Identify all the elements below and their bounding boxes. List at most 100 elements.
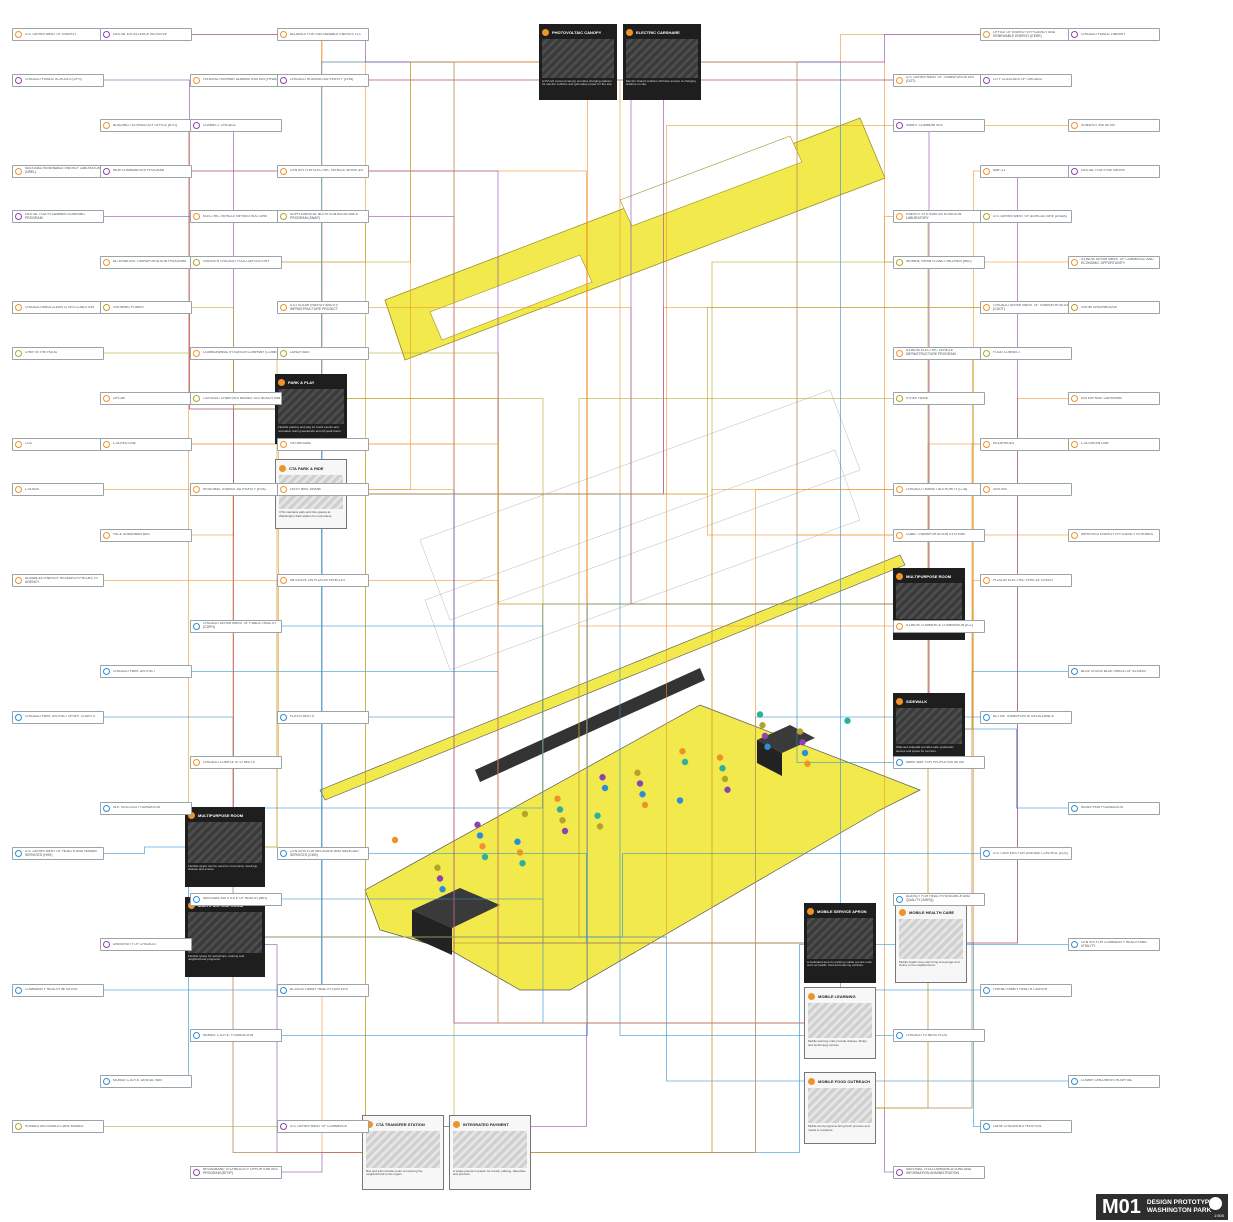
program-marker-icon [599, 774, 605, 780]
card-description: A dedicated area for parking mobile serv… [807, 961, 873, 968]
card-photo [808, 1003, 872, 1038]
card-title: PARK & PLAY [288, 380, 314, 385]
program-marker-icon [477, 832, 483, 838]
org-icon [15, 168, 22, 175]
node-label: CHICAGO COMPLETE STREETS [203, 761, 255, 765]
node-item: ALLIANCE FOR SUSTAINABLE ENERGY, LLC [277, 28, 369, 41]
program-marker-icon [434, 865, 440, 871]
connector-line [876, 217, 893, 1109]
card-title: CTA TRANSFER STATION [376, 1122, 425, 1127]
node-item: I-GO [12, 438, 104, 451]
org-icon [15, 441, 22, 448]
node-label: PLUG-IN ELECTRIC VEHICLE CREDIT [993, 579, 1053, 583]
org-icon [280, 577, 287, 584]
org-icon [280, 714, 287, 721]
org-icon [896, 759, 903, 766]
node-item: CHICAGO FITNESS PLUS [893, 1029, 985, 1042]
node-label: CENTER FOR COMMUNITY HEALTH AND VITALITY [1081, 941, 1159, 949]
org-icon [896, 896, 903, 903]
card-photo [807, 918, 873, 959]
org-icon [103, 805, 110, 812]
node-label: CTA RED LINE [113, 442, 136, 446]
node-item: ILLINOIS ELECTRIC VEHICLE INFRASTRUCTURE… [893, 347, 985, 360]
node-item: SMART COMMUNITIES [893, 119, 985, 132]
node-item: CHICAGO TRANSIT AUTHORITY (CTA) [893, 483, 985, 496]
node-item: CUBIC TRANSPORTATION SYSTEMS [893, 529, 985, 542]
node-label: IMPROVED ENERGY EFFICIENCY IN HOMES [1081, 533, 1153, 537]
org-icon [15, 1123, 22, 1130]
card-title: INTEGRATED PAYMENT [463, 1122, 509, 1127]
card-photo [896, 583, 962, 619]
connector-line [701, 62, 893, 535]
node-label: GETAROUND [290, 442, 311, 446]
connector-line [192, 604, 893, 808]
node-item: GROWING POWER [100, 301, 192, 314]
program-marker-icon [437, 875, 443, 881]
node-label: SMART COMMUNITIES [906, 124, 943, 128]
org-icon [896, 486, 903, 493]
node-label: RONALD MCDONALD CARE MOBILE [25, 1125, 84, 1129]
program-marker-icon [677, 797, 683, 803]
card-title: MULTIPURPOSE ROOM [906, 574, 951, 579]
org-icon [983, 31, 990, 38]
node-item: OFFICE OF ENERGY EFFICIENCY AND RENEWABL… [980, 28, 1072, 41]
program-marker-icon [799, 739, 805, 745]
connector-line [876, 1108, 893, 1172]
node-item: MCARTHUR FOUNDATION [1068, 802, 1160, 815]
node-label: NATIONAL RENEWABLE ENERGY LABORATORY (NR… [25, 167, 103, 175]
node-label: SUPPLEMENTAL NUTRITION ASSISTANCE PROGRA… [290, 213, 368, 221]
connector-line [282, 80, 893, 604]
connector-line [369, 854, 804, 944]
node-item: MOBILE C.A.R.E. FOUNDATION [190, 1029, 282, 1042]
program-marker-icon [562, 828, 568, 834]
org-icon [983, 441, 990, 448]
card-description: Mobile food programs bring fresh produce… [808, 1125, 872, 1132]
card-mobileservice: MOBILE SERVICE APRON A dedicated area for… [804, 903, 876, 983]
connector-line [347, 80, 980, 494]
node-label: MAP-21 [993, 169, 1005, 173]
card-photo [896, 708, 962, 744]
org-icon [280, 441, 287, 448]
node-label: U.S. DEPARTMENT OF COMMERCE [290, 1125, 347, 1129]
node-item: NEW COMMUNITIES PROGRAM [100, 165, 192, 178]
card-title: ELECTRIC CARSHARE [636, 30, 680, 35]
program-marker-icon [602, 785, 608, 791]
org-icon [1071, 668, 1078, 675]
node-label: U.S. CENTERS FOR DISEASE CONTROL (CDC) [993, 852, 1068, 856]
program-marker-icon [594, 813, 600, 819]
org-icon [983, 714, 990, 721]
program-marker-icon [597, 823, 603, 829]
node-item: CHEF IN THE HOOD [12, 347, 104, 360]
node-label: REGIONAL TRANSIT AUTHORITY (RTA) [203, 488, 266, 492]
card-title: MOBILE SERVICE APRON [817, 909, 867, 914]
node-item: VENTRA [980, 483, 1072, 496]
card-title: CTA PARK & RIDE [289, 466, 324, 471]
org-icon [896, 1032, 903, 1039]
program-marker-icon [519, 860, 525, 866]
building-east-side [757, 740, 782, 776]
program-marker-icon [759, 722, 765, 728]
node-item: FOOD CONNECT [980, 347, 1072, 360]
node-item: CENTERS FOR MEDICARE AND MEDICAID SERVIC… [277, 847, 369, 860]
node-label: PACE SUBURBAN BUS [113, 533, 150, 537]
node-label: CHICAGO FITNESS PLUS [906, 1034, 947, 1038]
org-icon [1071, 304, 1078, 311]
card-description: Flexible space for workshops, training a… [188, 955, 262, 962]
node-label: CHICAGO PARK DISTRICT [113, 670, 155, 674]
node-item: ENTERPRISE CARSHARE [1068, 392, 1160, 405]
program-marker-icon [717, 754, 723, 760]
org-icon [103, 532, 110, 539]
node-label: LUNCH BUS [290, 351, 310, 355]
node-label: GROWING POWER [113, 306, 144, 310]
node-item: UNIVERSITY OF CHICAGO [100, 938, 192, 951]
node-item: U.S. DEPARTMENT OF AGRICULTURE (USDA) [980, 210, 1072, 223]
connector-line [282, 626, 804, 943]
node-item: NATIONAL RENEWABLE ENERGY LABORATORY (NR… [12, 165, 104, 178]
platform-layer [320, 555, 905, 800]
org-icon [280, 850, 287, 857]
node-label: BUILDING TECHNOLOGY OFFICE (BTO) [113, 124, 177, 128]
program-marker-icon [724, 787, 730, 793]
building-east [757, 725, 815, 753]
node-item: BLUE CROSS BLUE SHIELD OF ILLINOIS [1068, 665, 1160, 678]
